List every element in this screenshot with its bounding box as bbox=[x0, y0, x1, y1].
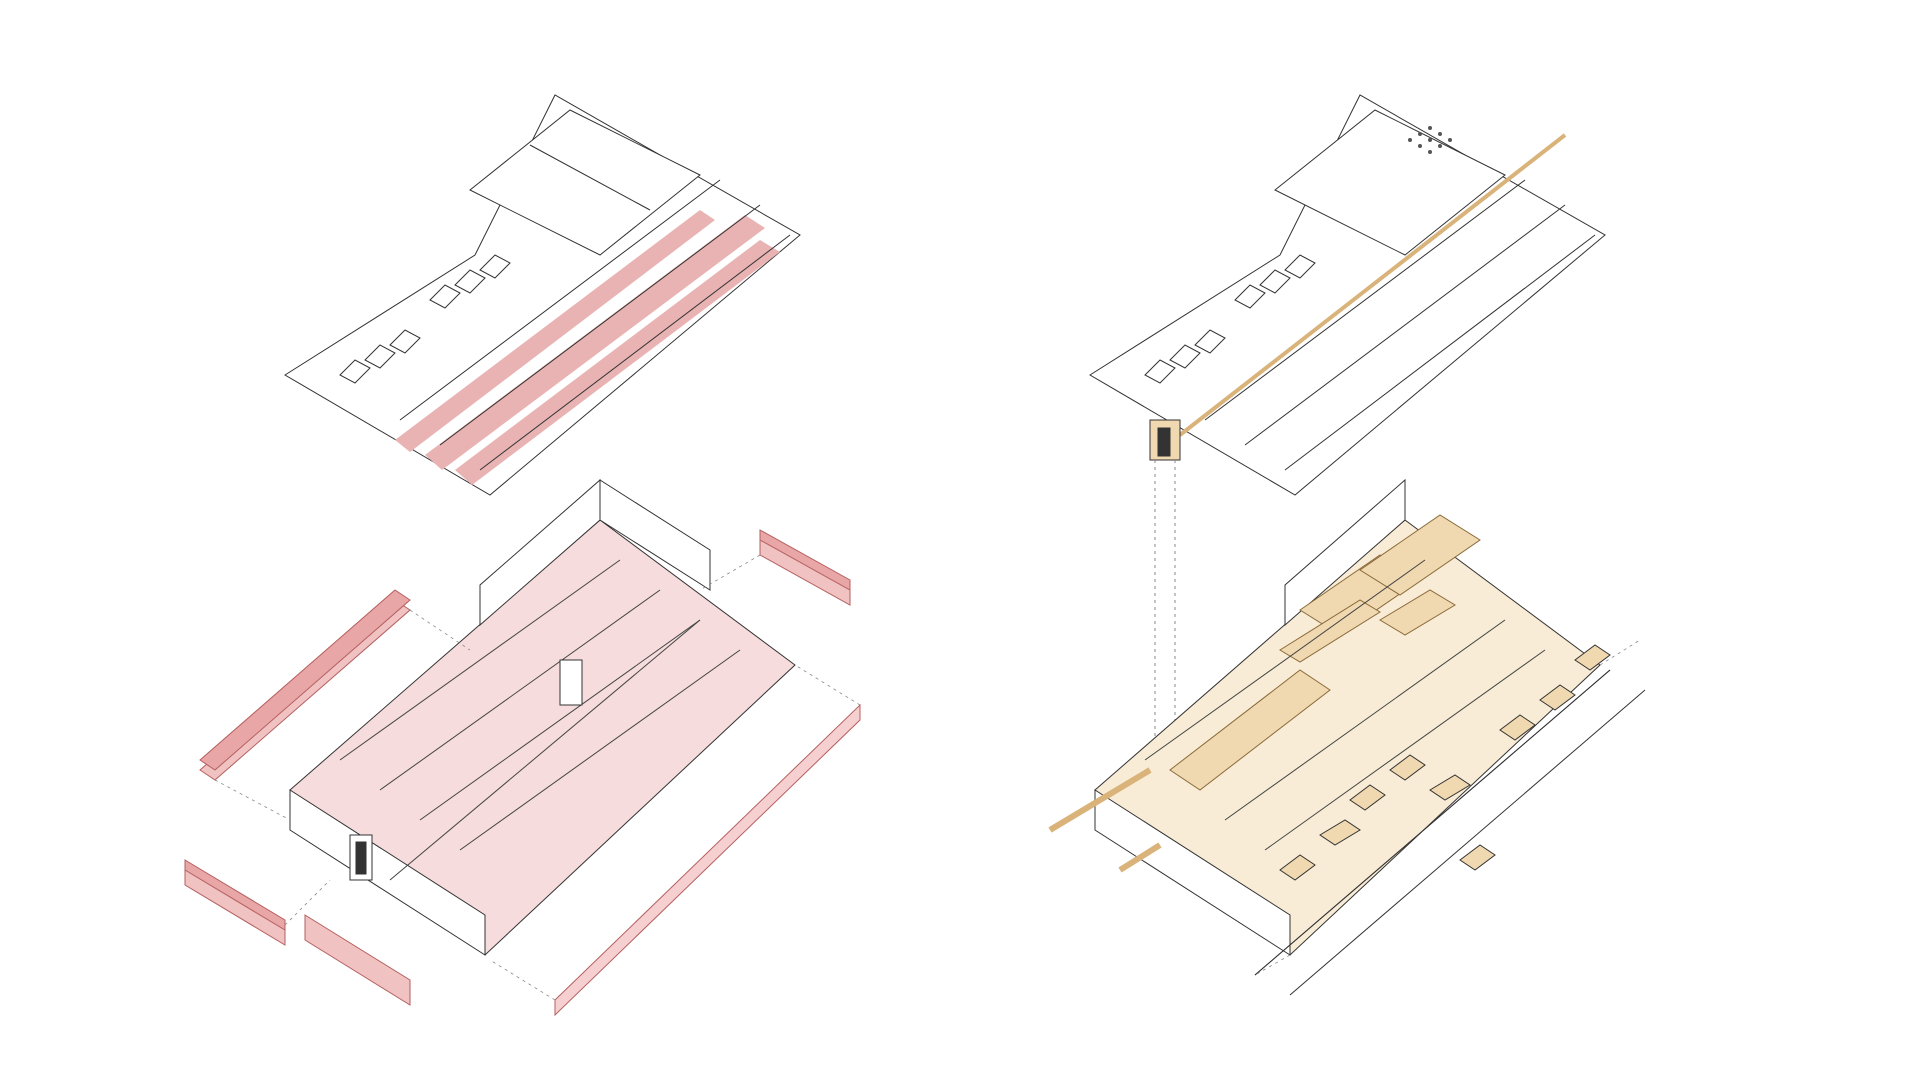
dormer bbox=[454, 269, 486, 294]
skylight-dot bbox=[1428, 126, 1432, 130]
column-row bbox=[1264, 649, 1546, 851]
furniture-piece bbox=[1574, 644, 1611, 671]
guide-line bbox=[489, 959, 556, 1001]
dormer bbox=[1169, 344, 1201, 369]
skylight-dot bbox=[1438, 144, 1442, 148]
existing-roof-layer bbox=[284, 94, 801, 496]
dormer bbox=[1284, 254, 1316, 279]
existing-hall-columns bbox=[339, 559, 741, 881]
existing-side-bar-south bbox=[304, 914, 411, 1006]
existing-skylight-2 bbox=[439, 204, 761, 446]
column-row bbox=[389, 619, 701, 881]
guide-line bbox=[1254, 954, 1291, 976]
existing-hall-end-block bbox=[599, 479, 711, 591]
skylight-dot bbox=[1428, 150, 1432, 154]
existing-exploded-parts bbox=[184, 529, 861, 1017]
existing-hall-floor bbox=[289, 519, 796, 956]
proposed-bridge-extension bbox=[1048, 767, 1152, 833]
dormer bbox=[1144, 359, 1176, 384]
existing-hall-wall-left bbox=[289, 789, 486, 956]
existing-skylight-1 bbox=[399, 179, 721, 421]
furniture-piece bbox=[1349, 784, 1386, 811]
skylight-dot bbox=[1428, 138, 1432, 142]
existing-roof-block-line bbox=[529, 144, 651, 211]
outdoor-rail-line bbox=[1254, 669, 1611, 976]
guide-line bbox=[1599, 639, 1641, 666]
column-row bbox=[1144, 559, 1426, 761]
proposed-hall-wall-back bbox=[1284, 478, 1406, 627]
proposed-roof-ridge-3 bbox=[1284, 234, 1596, 471]
proposed-roof-block bbox=[1274, 109, 1506, 256]
proposed-roof-ridge-1 bbox=[1204, 179, 1526, 421]
furniture-piece bbox=[1389, 754, 1426, 781]
existing-roof-block bbox=[469, 109, 701, 256]
proposed-bridge-walkway bbox=[1178, 133, 1567, 437]
dormer bbox=[1259, 269, 1291, 294]
panel-existing bbox=[184, 94, 861, 1017]
guide-line bbox=[699, 554, 761, 591]
furniture-piece bbox=[1539, 684, 1576, 711]
proposed-insertion-volumes bbox=[1169, 514, 1481, 791]
tower-core bbox=[1157, 427, 1171, 457]
dormer bbox=[1194, 329, 1226, 354]
outdoor-rail-line bbox=[1289, 689, 1646, 996]
proposed-circulation-tower bbox=[1149, 419, 1181, 870]
existing-hall-layer bbox=[289, 478, 796, 956]
furniture-piece bbox=[1459, 844, 1496, 871]
column-row bbox=[339, 559, 621, 761]
proposed-dormers bbox=[1144, 254, 1316, 384]
insertion-volume bbox=[1379, 589, 1456, 636]
dormer bbox=[429, 284, 461, 309]
existing-side-bar-southwest-top bbox=[184, 859, 286, 931]
guide-line bbox=[794, 664, 861, 706]
dormer bbox=[479, 254, 511, 279]
furniture-piece bbox=[1319, 819, 1361, 846]
panel-proposed bbox=[1048, 94, 1646, 996]
proposed-hall-columns bbox=[1144, 559, 1546, 851]
dormer bbox=[1234, 284, 1266, 309]
existing-skylight-3 bbox=[479, 234, 791, 471]
skylight-dot bbox=[1438, 132, 1442, 136]
skylight-dot bbox=[1448, 138, 1452, 142]
column-row bbox=[459, 649, 741, 851]
dormer bbox=[339, 359, 371, 384]
column-row bbox=[419, 619, 701, 821]
proposed-outdoor-furniture bbox=[1254, 644, 1646, 996]
guide-line bbox=[409, 609, 471, 651]
furniture-piece bbox=[1429, 774, 1471, 801]
proposed-explode-guides bbox=[1254, 639, 1641, 976]
guide-line bbox=[214, 779, 291, 821]
insertion-volume bbox=[1279, 599, 1381, 663]
furniture-piece bbox=[1499, 714, 1536, 741]
dormer bbox=[364, 344, 396, 369]
existing-roof-strip-2 bbox=[425, 215, 765, 470]
column-row bbox=[1224, 619, 1506, 821]
existing-long-facade bbox=[554, 703, 861, 1017]
existing-central-tower bbox=[559, 659, 583, 706]
existing-roof-strip-3 bbox=[455, 240, 780, 485]
insertion-volume bbox=[1359, 514, 1481, 596]
existing-roof-strip-1 bbox=[395, 210, 715, 452]
skylight-dot bbox=[1418, 144, 1422, 148]
proposed-bridge-extension-lower bbox=[1118, 842, 1162, 873]
existing-side-bar-northeast-top bbox=[759, 529, 851, 591]
column-row bbox=[379, 589, 661, 791]
skylight-dot bbox=[1408, 138, 1412, 142]
furniture-piece bbox=[1279, 854, 1316, 881]
existing-dormers bbox=[339, 254, 511, 384]
skylight-dot bbox=[1418, 132, 1422, 136]
proposed-roof-ridge-2 bbox=[1244, 204, 1566, 446]
existing-explode-guides bbox=[214, 554, 861, 1001]
dormer bbox=[389, 329, 421, 354]
proposed-skylight-grid bbox=[1408, 126, 1452, 154]
existing-lift-tower-core bbox=[355, 841, 367, 875]
proposed-hall-layer bbox=[1048, 478, 1601, 956]
existing-side-bar-west-top bbox=[199, 589, 411, 771]
proposed-roof-layer bbox=[1089, 94, 1606, 496]
insertion-volume bbox=[1169, 669, 1331, 791]
